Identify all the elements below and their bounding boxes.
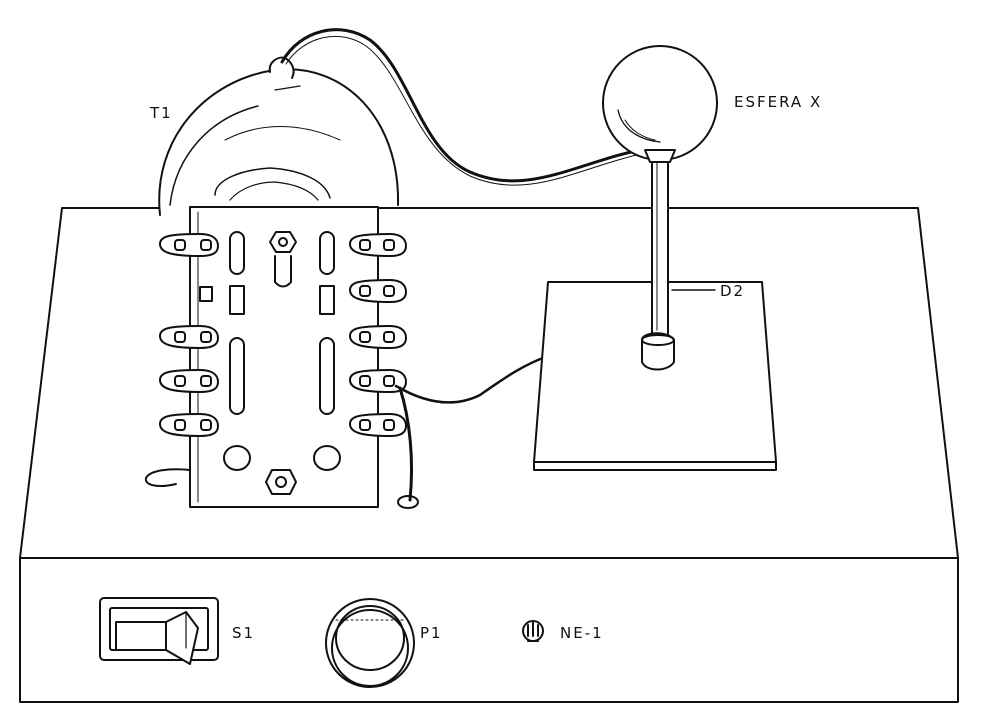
neon-lamp-ne1	[522, 620, 544, 642]
potentiometer-p1	[325, 598, 415, 688]
transformer-t1-coil	[158, 56, 400, 216]
label-d2: D2	[720, 282, 745, 300]
right-lug-4	[349, 369, 407, 393]
top-nut	[269, 231, 297, 288]
left-lug-2	[159, 325, 219, 349]
wire-to-cabinet-hole	[398, 386, 414, 502]
antenna-collar	[641, 332, 675, 371]
right-lug-3	[349, 325, 407, 349]
wire-stub-left	[144, 468, 191, 487]
right-lug-2	[349, 279, 407, 303]
left-lug-3	[159, 369, 219, 393]
label-t1: T1	[149, 104, 173, 122]
terminal-strip	[189, 206, 379, 508]
switch-rocker	[165, 611, 199, 665]
terminal-lugs	[159, 233, 407, 437]
label-s1: S1	[232, 624, 255, 642]
wire-t1-to-sphere	[280, 28, 652, 183]
terminal-bracket-plate	[189, 206, 379, 508]
cabinet-hole	[397, 495, 419, 509]
right-lug-1	[349, 233, 407, 257]
label-ne1: NE-1	[560, 624, 604, 642]
plate-d2	[533, 281, 777, 471]
label-p1: P1	[420, 624, 443, 642]
left-lug-4	[159, 413, 219, 437]
switch-s1	[99, 597, 219, 665]
label-sphere-x: ESFERA X	[734, 93, 822, 111]
right-lug-5	[349, 413, 407, 437]
sphere-x	[602, 45, 718, 163]
bottom-nut	[265, 469, 297, 495]
left-lug-1	[159, 233, 219, 257]
